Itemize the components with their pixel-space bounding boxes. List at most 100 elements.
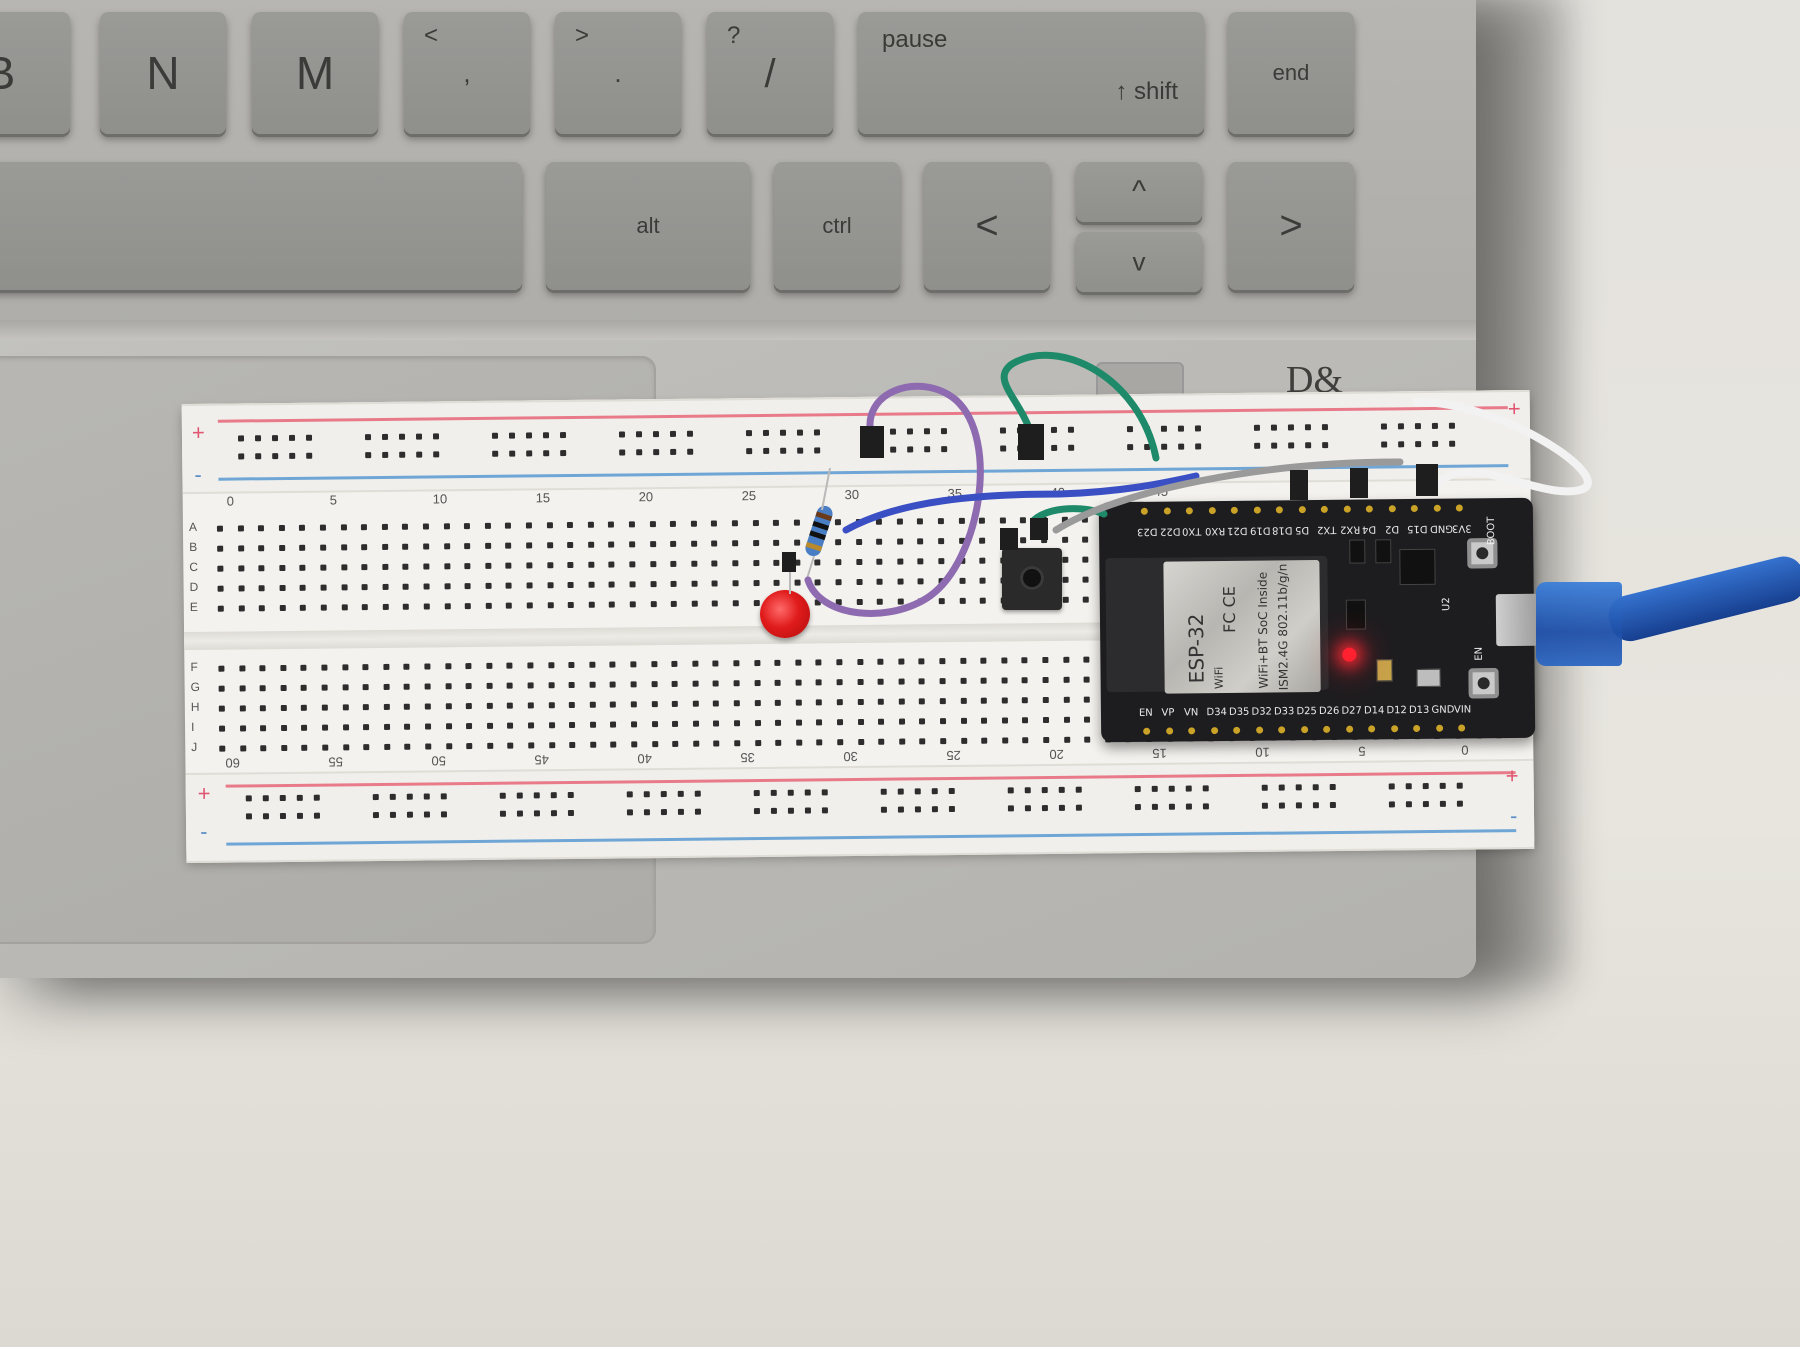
- breadboard-hole: [651, 701, 658, 708]
- breadboard-hole: [980, 677, 987, 684]
- breadboard-hole: [567, 561, 574, 569]
- breadboard-hole: [733, 720, 741, 727]
- breadboard-hole: [237, 565, 245, 572]
- breadboard-hole: [300, 604, 307, 611]
- breadboard-hole: [1042, 657, 1049, 664]
- breadboard-hole: [1278, 784, 1285, 791]
- breadboard-hole: [550, 792, 557, 799]
- breadboard-hole: [711, 560, 718, 567]
- breadboard-hole: [440, 793, 447, 800]
- breadboard-hole: [649, 561, 656, 568]
- breadboard-hole: [542, 432, 550, 439]
- breadboard-hole: [877, 698, 885, 705]
- breadboard-hole: [320, 564, 327, 571]
- esp32-shield-line1: WiFi+BT SoC Inside: [1255, 571, 1271, 689]
- row-letter: H: [190, 699, 200, 714]
- breadboard-hole: [917, 518, 924, 525]
- breadboard-hole: [1063, 696, 1070, 703]
- breadboard-hole: [635, 431, 643, 438]
- breadboard-hole: [278, 524, 285, 532]
- breadboard-hole: [959, 597, 966, 604]
- breadboard-hole: [516, 810, 523, 817]
- breadboard-hole: [279, 795, 286, 802]
- breadboard-hole: [321, 704, 328, 711]
- breadboard-hole: [897, 598, 904, 605]
- resistor-band: [812, 520, 830, 531]
- esp32-pin-label: VIN: [1453, 704, 1472, 716]
- breadboard-hole: [609, 601, 616, 608]
- key-label: ^: [1131, 175, 1147, 208]
- breadboard-hole: [958, 537, 965, 544]
- breadboard-hole: [319, 524, 326, 531]
- breadboard-hole: [855, 558, 862, 566]
- breadboard-hole: [402, 543, 409, 550]
- breadboard-hole: [948, 805, 955, 813]
- breadboard-hole: [770, 789, 777, 796]
- breadboard-hole: [384, 743, 391, 750]
- breadboard-hole: [1021, 657, 1028, 664]
- esp32-pin-label: D33: [1273, 706, 1295, 718]
- breadboard-hole: [300, 684, 308, 691]
- breadboard-hole: [670, 540, 677, 547]
- breadboard-hole: [445, 683, 452, 690]
- breadboard-hole: [1083, 656, 1090, 663]
- key-shift: pause ↑ shift: [858, 12, 1204, 134]
- breadboard-hole: [340, 544, 347, 551]
- breadboard-hole: [630, 681, 637, 688]
- breadboard-hole: [589, 701, 596, 708]
- esp32-header-pin: [1455, 504, 1463, 512]
- breadboard-hole: [443, 543, 450, 550]
- column-number: 0: [1461, 742, 1469, 758]
- row-letter: C: [189, 559, 199, 574]
- breadboard-hole: [569, 721, 576, 729]
- breadboard-hole: [835, 559, 842, 566]
- breadboard-hole: [938, 598, 945, 605]
- key-label: alt: [636, 213, 660, 238]
- breadboard-hole: [279, 584, 286, 592]
- breadboard-hole: [260, 725, 267, 732]
- breadboard-hole: [631, 721, 638, 728]
- key-alt: alt: [546, 162, 750, 290]
- breadboard-hole: [588, 601, 595, 608]
- breadboard-hole: [856, 578, 863, 586]
- breadboard-hole: [856, 658, 864, 666]
- breadboard-hole: [1312, 784, 1319, 791]
- breadboard-hole: [821, 807, 828, 814]
- esp32-pin-label: D22: [1159, 525, 1181, 537]
- breadboard-hole: [938, 558, 945, 565]
- breadboard-hole: [423, 793, 430, 800]
- breadboard-hole: [381, 543, 388, 550]
- breadboard-hole: [1388, 801, 1395, 808]
- breadboard-hole: [770, 807, 777, 814]
- power-rail-top: + - +: [181, 389, 1531, 495]
- key-label-top: >: [575, 22, 590, 49]
- breadboard-hole: [505, 562, 512, 569]
- breadboard-hole: [652, 431, 660, 438]
- breadboard-hole: [218, 705, 225, 712]
- breadboard-hole: [485, 602, 492, 609]
- breadboard-hole: [629, 581, 636, 588]
- breadboard-hole: [254, 435, 262, 442]
- column-number: 25: [946, 747, 961, 764]
- esp32-shield-line2: ISM2.4G 802.11b/g/n: [1275, 563, 1291, 691]
- breadboard-hole: [999, 517, 1006, 524]
- breadboard-hole: [217, 545, 224, 552]
- breadboard-hole: [877, 658, 884, 665]
- row-letter: B: [189, 539, 198, 554]
- esp32-header-pin: [1230, 506, 1238, 514]
- breadboard-hole: [505, 522, 512, 529]
- breadboard-hole: [1439, 782, 1446, 789]
- breadboard-hole: [528, 722, 535, 729]
- breadboard-hole: [816, 719, 823, 726]
- breadboard-hole: [1270, 424, 1277, 431]
- breadboard-hole: [626, 809, 633, 816]
- esp32-boot-label: BOOT: [1485, 516, 1498, 546]
- esp32-pin-label: D4: [1361, 523, 1377, 535]
- breadboard-hole: [880, 806, 887, 813]
- breadboard-hole: [958, 517, 965, 524]
- breadboard-hole: [279, 564, 286, 572]
- breadboard-hole: [398, 433, 406, 440]
- column-number: 5: [1358, 743, 1366, 759]
- breadboard-hole: [1254, 442, 1261, 449]
